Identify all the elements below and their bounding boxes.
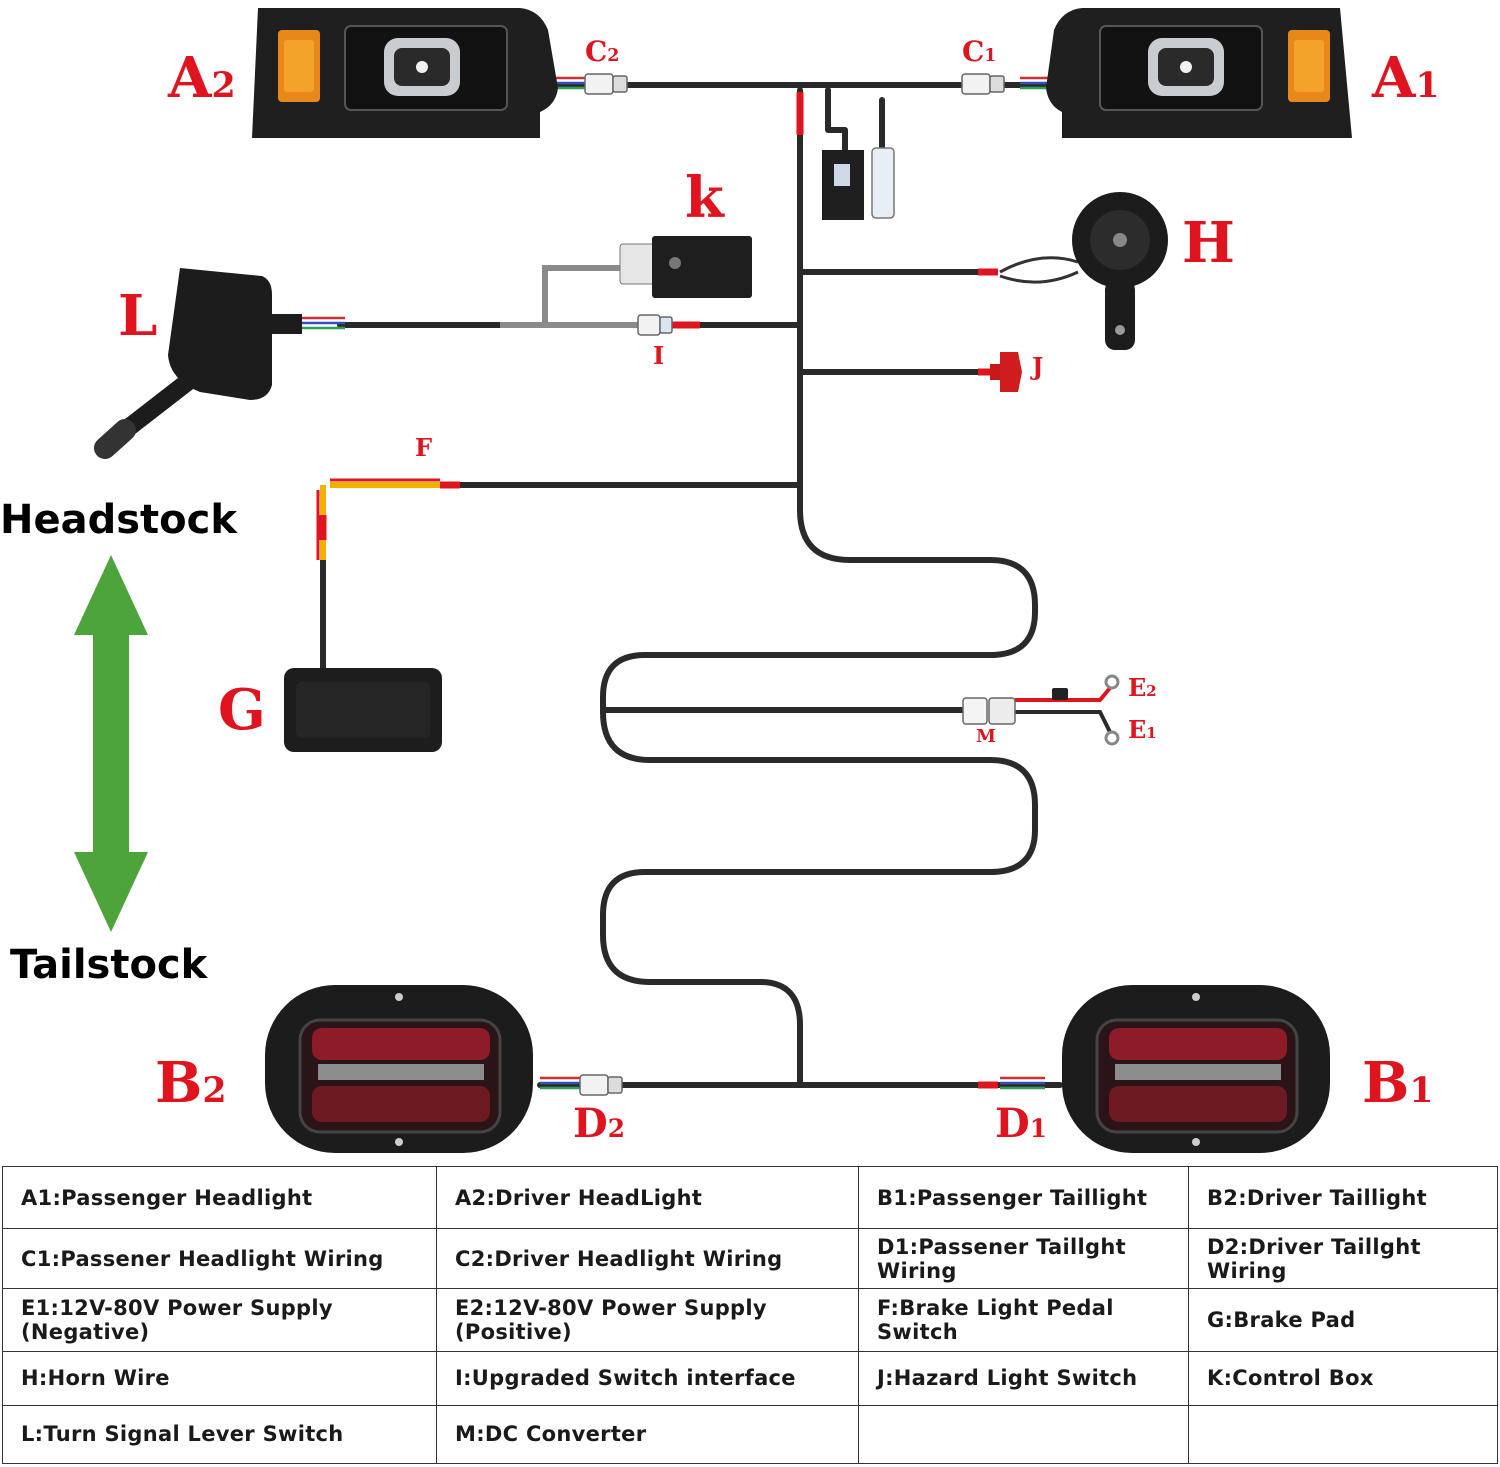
legend-row: H:Horn Wire I:Upgraded Switch interface … bbox=[2, 1350, 1498, 1406]
small-module bbox=[822, 147, 895, 220]
legend-cell: B2:Driver Taillight bbox=[1188, 1165, 1498, 1230]
connector-i bbox=[637, 314, 673, 336]
legend-cell: J:Hazard Light Switch bbox=[858, 1350, 1189, 1406]
direction-arrow-icon bbox=[74, 555, 148, 932]
legend-row: C1:Passener Headlight Wiring C2:Driver H… bbox=[2, 1228, 1498, 1290]
legend-cell: E2:12V-80V Power Supply (Positive) bbox=[436, 1288, 859, 1352]
legend-cell: L:Turn Signal Lever Switch bbox=[2, 1404, 437, 1465]
hazard-switch-j bbox=[990, 352, 1022, 392]
taillight-b1 bbox=[1062, 985, 1330, 1153]
legend-cell: C1:Passener Headlight Wiring bbox=[2, 1228, 437, 1290]
legend-cell: K:Control Box bbox=[1188, 1350, 1498, 1406]
wire-trunk bbox=[600, 87, 1038, 1088]
legend-cell: B1:Passenger Taillight bbox=[858, 1165, 1189, 1230]
legend-row: A1:Passenger Headlight A2:Driver HeadLig… bbox=[2, 1165, 1498, 1230]
tailstock-label: Tailstock bbox=[10, 942, 208, 988]
legend-row: E1:12V-80V Power Supply (Negative) E2:12… bbox=[2, 1288, 1498, 1352]
label-m: M bbox=[976, 726, 996, 747]
legend-cell: D1:Passener Taillght Wiring bbox=[858, 1228, 1189, 1290]
wire-control-box-a bbox=[825, 87, 848, 153]
legend-cell: E1:12V-80V Power Supply (Negative) bbox=[2, 1288, 437, 1352]
connector-c2 bbox=[584, 73, 628, 95]
legend-cell: C2:Driver Headlight Wiring bbox=[436, 1228, 859, 1290]
legend-cell: G:Brake Pad bbox=[1188, 1288, 1498, 1352]
horn-h bbox=[999, 192, 1168, 350]
label-a1: A1 bbox=[1372, 45, 1440, 111]
label-e1: E1 bbox=[1128, 715, 1157, 744]
label-c2: C2 bbox=[585, 35, 620, 68]
legend-cell: H:Horn Wire bbox=[2, 1350, 437, 1406]
label-e2: E2 bbox=[1128, 673, 1157, 702]
ring-terminals bbox=[1104, 674, 1120, 746]
headlight-a2 bbox=[252, 8, 558, 138]
turn-signal-lever-l bbox=[94, 268, 302, 459]
dc-converter-m bbox=[962, 697, 1016, 725]
legend-cell: A2:Driver HeadLight bbox=[436, 1165, 859, 1230]
label-a2: A2 bbox=[168, 45, 236, 111]
label-h: H bbox=[1182, 210, 1235, 276]
label-k: k bbox=[685, 165, 724, 231]
legend-cell bbox=[858, 1404, 1189, 1465]
label-g: G bbox=[218, 677, 266, 743]
label-d2: D2 bbox=[573, 1100, 625, 1147]
label-b1: B1 bbox=[1362, 1050, 1434, 1116]
legend-cell: A1:Passenger Headlight bbox=[2, 1165, 437, 1230]
connector-c1 bbox=[961, 73, 1005, 95]
headlight-a1 bbox=[1046, 8, 1352, 138]
legend-cell: F:Brake Light Pedal Switch bbox=[858, 1288, 1189, 1352]
connector-d2 bbox=[579, 1074, 623, 1096]
legend-cell: I:Upgraded Switch interface bbox=[436, 1350, 859, 1406]
legend-cell: D2:Driver Taillght Wiring bbox=[1188, 1228, 1498, 1290]
label-d1: D1 bbox=[995, 1100, 1047, 1147]
taillight-b2 bbox=[265, 985, 533, 1153]
legend-cell: M:DC Converter bbox=[436, 1404, 859, 1465]
headstock-label: Headstock bbox=[0, 497, 237, 543]
label-b2: B2 bbox=[155, 1050, 227, 1116]
legend-table: A1:Passenger Headlight A2:Driver HeadLig… bbox=[2, 1165, 1498, 1465]
legend-row: L:Turn Signal Lever Switch M:DC Converte… bbox=[2, 1404, 1498, 1465]
label-c1: C1 bbox=[962, 35, 997, 68]
label-l: L bbox=[118, 283, 158, 349]
label-j: J bbox=[1032, 352, 1044, 381]
label-i: I bbox=[653, 341, 665, 370]
wiring-diagram bbox=[74, 8, 1352, 1153]
brake-pad-g bbox=[284, 668, 442, 752]
inline-fuse bbox=[1052, 688, 1068, 700]
control-box-k bbox=[619, 236, 752, 298]
label-f: F bbox=[415, 433, 433, 462]
legend-cell bbox=[1188, 1404, 1498, 1465]
